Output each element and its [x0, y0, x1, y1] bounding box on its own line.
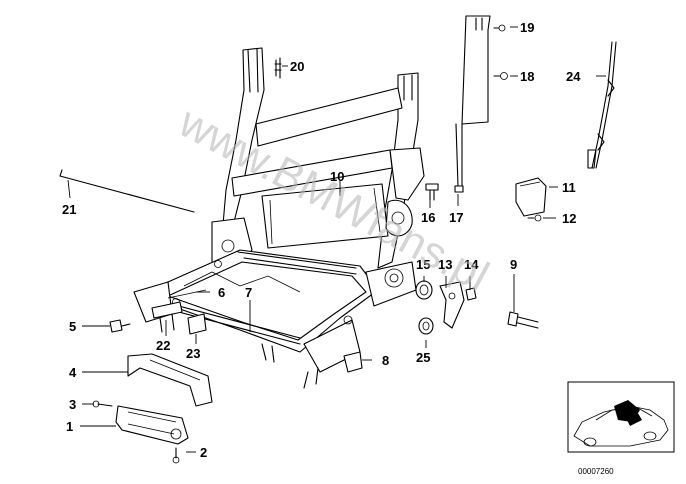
callout-8: 8	[382, 353, 389, 368]
part-9-pin	[507, 311, 539, 329]
part-25-washer	[418, 317, 434, 335]
callout-13: 13	[438, 257, 452, 272]
callout-7: 7	[245, 285, 252, 300]
part-14-nut	[465, 287, 477, 301]
callout-18: 18	[520, 69, 534, 84]
callout-1: 1	[66, 419, 73, 434]
diagram-code: 00007260	[578, 467, 614, 476]
callout-19: 19	[520, 20, 534, 35]
callout-14: 14	[464, 257, 479, 272]
callout-9: 9	[510, 257, 517, 272]
callout-4: 4	[69, 365, 77, 380]
part-5-screw	[109, 319, 131, 333]
car-inset: 00007260	[567, 381, 675, 476]
callout-10: 10	[330, 169, 344, 184]
part-22-pin	[151, 301, 183, 333]
part-11-cap	[515, 177, 547, 217]
part-16-bolt	[425, 183, 439, 201]
callout-6: 6	[218, 285, 225, 300]
part-6-spring	[167, 289, 207, 299]
part-3-screw	[92, 400, 113, 408]
callout-15: 15	[416, 257, 430, 272]
part-21-rod	[59, 169, 195, 213]
part-2-screw	[172, 447, 180, 464]
part-23-clip	[187, 313, 207, 335]
car-icon	[573, 400, 669, 447]
part-18-screw	[493, 72, 508, 80]
part-13-bracket	[439, 281, 465, 329]
callout-12: 12	[562, 211, 576, 226]
callout-11: 11	[562, 180, 576, 195]
callout-20: 20	[290, 59, 304, 74]
callout-22: 22	[156, 338, 170, 353]
callout-5: 5	[69, 319, 76, 334]
callouts: 1 2 3 4 5 6 7 8 9 10 11 12 13 14 15 16 1…	[62, 20, 581, 460]
callout-24: 24	[566, 69, 581, 84]
part-8-clip	[343, 351, 363, 373]
callout-25: 25	[416, 350, 430, 365]
part-1-lever	[115, 405, 189, 445]
part-19-screw	[493, 24, 506, 32]
part-24-cables	[587, 41, 617, 169]
callout-2: 2	[200, 445, 207, 460]
callout-3: 3	[69, 397, 76, 412]
part-20-clip	[274, 57, 282, 79]
part-12-screw	[527, 214, 542, 222]
callout-16: 16	[421, 210, 435, 225]
callout-21: 21	[62, 202, 76, 217]
callout-17: 17	[449, 210, 463, 225]
callout-23: 23	[186, 346, 200, 361]
part-4-trim	[127, 353, 213, 407]
part-17-strut	[454, 15, 491, 193]
part-15-bushing	[415, 280, 433, 300]
leader-lines	[67, 26, 606, 453]
